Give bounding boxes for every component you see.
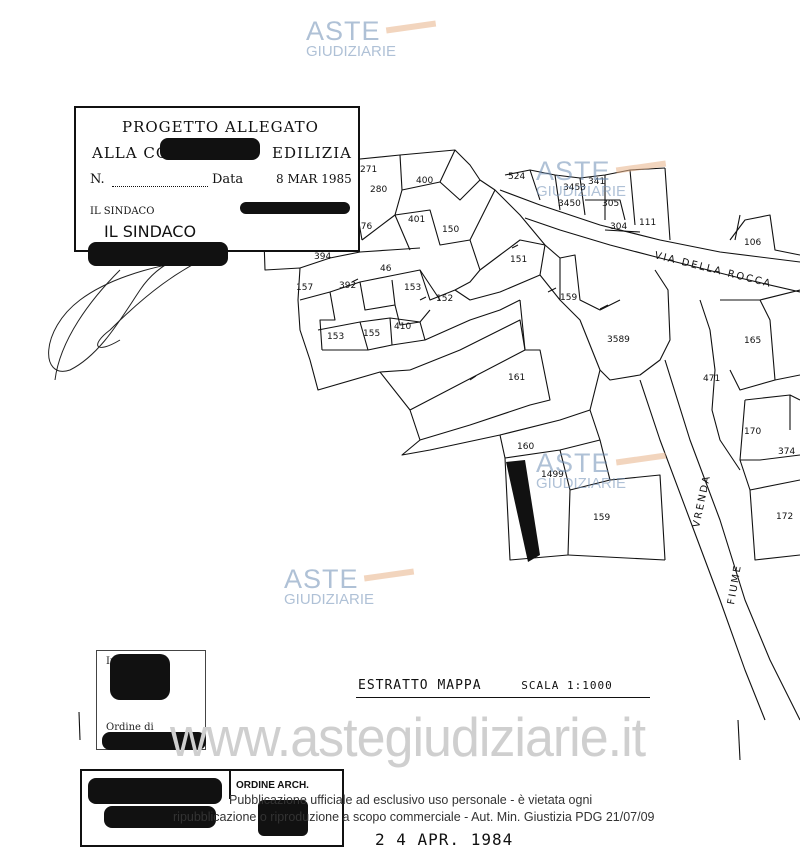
parcel-number: 172 — [776, 512, 793, 522]
watermark-site: www.astegiudiziarie.it — [170, 707, 646, 769]
parcel-number: 150 — [442, 225, 459, 235]
document-date: 2 4 APR. 1984 — [375, 830, 514, 849]
river-name: FIUME — [726, 563, 744, 605]
watermark-logo: ASTE GIUDIZIARIE — [536, 158, 686, 208]
parcel-number: 3589 — [607, 335, 630, 345]
watermark-logo: ASTE GIUDIZIARIE — [284, 566, 434, 616]
watermark-logo-subtitle: GIUDIZIARIE — [284, 591, 375, 608]
parcel-number: 111 — [639, 218, 656, 228]
parcel-number: 271 — [360, 165, 377, 175]
parcel-number: 46 — [380, 264, 392, 274]
parcel-number: 153 — [327, 332, 344, 342]
parcel-number: 1499 — [541, 470, 564, 480]
parcel-number: 152 — [436, 294, 453, 304]
form-label-ordine: Ordine di — [106, 722, 154, 733]
parcel-number: 170 — [744, 427, 761, 437]
watermark-logo-subtitle: GIUDIZIARIE — [306, 43, 397, 60]
ordine-label: ORDINE ARCH. — [236, 780, 309, 791]
parcel-number: 471 — [703, 374, 720, 384]
notice-line2: ripubblicazione o riproduzione a scopo c… — [173, 810, 655, 824]
notice-line1: Pubblicazione ufficiale ad esclusivo uso… — [229, 793, 593, 807]
ordine-divider — [229, 769, 231, 799]
parcel-number: 524 — [508, 172, 525, 182]
parcel-number: 151 — [510, 255, 527, 265]
redaction-form — [110, 654, 170, 700]
map-title: ESTRATTO MAPPA SCALA 1:1000 — [358, 678, 613, 693]
parcel-number: 410 — [394, 322, 411, 332]
redaction-ordine-3 — [258, 800, 308, 836]
stamp-number-line — [112, 186, 208, 187]
parcel-number: 106 — [744, 238, 761, 248]
parcel-number: 400 — [416, 176, 433, 186]
street-name: VIA DELLA ROCCA — [653, 250, 773, 290]
parcel-number: 3453 — [563, 183, 586, 193]
watermark-logo: ASTE GIUDIZIARIE — [306, 18, 456, 68]
parcel-number: 376 — [355, 222, 372, 232]
title-underline — [356, 697, 650, 698]
parcel-number: 165 — [744, 336, 761, 346]
parcel-number: 304 — [610, 222, 627, 232]
parcel-number: 401 — [408, 215, 425, 225]
watermark-logo-title: ASTE — [284, 564, 359, 594]
redaction-form-bottom — [102, 732, 206, 750]
redaction-stamp-name — [160, 138, 260, 160]
stamp-number-label: N. — [90, 172, 105, 187]
watermark-logo-title: ASTE — [306, 16, 381, 46]
redaction-ordine-2 — [104, 806, 216, 828]
parcel-number: 159 — [560, 293, 577, 303]
watermark-logo-subtitle: GIUDIZIARIE — [536, 183, 627, 200]
stamp-line1: PROGETTO ALLEGATO — [122, 118, 319, 136]
parcel-number: 394 — [314, 252, 331, 262]
parcel-number: 392 — [339, 281, 356, 291]
stamp-date-value: 8 MAR 1985 — [276, 172, 352, 186]
stamp-date-label: Data — [212, 172, 244, 187]
river-name-2: VRENDA — [691, 474, 713, 529]
ordine-box — [80, 769, 344, 847]
watermark-logo-subtitle: GIUDIZIARIE — [536, 475, 627, 492]
parcel-number: 159 — [593, 513, 610, 523]
parcel-number: 160 — [517, 442, 534, 452]
parcel-number: 374 — [778, 447, 795, 457]
parcel-number: 3450 — [558, 199, 581, 209]
parcel-number: 155 — [363, 329, 380, 339]
redaction-stamp-signature — [240, 202, 350, 214]
parcel-number: 161 — [508, 373, 525, 383]
stamp-sindaco-handwritten: IL SINDACO — [104, 222, 197, 241]
stamp-line2-end: EDILIZIA — [272, 144, 352, 162]
parcel-number: 153 — [404, 283, 421, 293]
redaction-signature — [88, 242, 228, 266]
stamp-sindaco-label: IL SINDACO — [90, 206, 155, 217]
parcel-number: 280 — [370, 185, 387, 195]
watermark-logo-title: ASTE — [536, 448, 611, 478]
approval-stamp: PROGETTO ALLEGATO ALLA CO EDILIZIA N. Da… — [74, 106, 360, 252]
redaction-ordine-1 — [88, 778, 222, 804]
shaded-strip — [506, 460, 540, 562]
map-title-text: ESTRATTO MAPPA — [358, 678, 482, 693]
parcel-number: 305 — [602, 199, 619, 209]
parcel-number: 341 — [588, 177, 605, 187]
watermark-logo: ASTE GIUDIZIARIE — [536, 450, 686, 500]
watermark-logo-title: ASTE — [536, 156, 611, 186]
map-scale: SCALA 1:1000 — [521, 679, 613, 692]
parcel-number: 157 — [296, 283, 313, 293]
stamp-line2: ALLA CO — [92, 144, 170, 162]
